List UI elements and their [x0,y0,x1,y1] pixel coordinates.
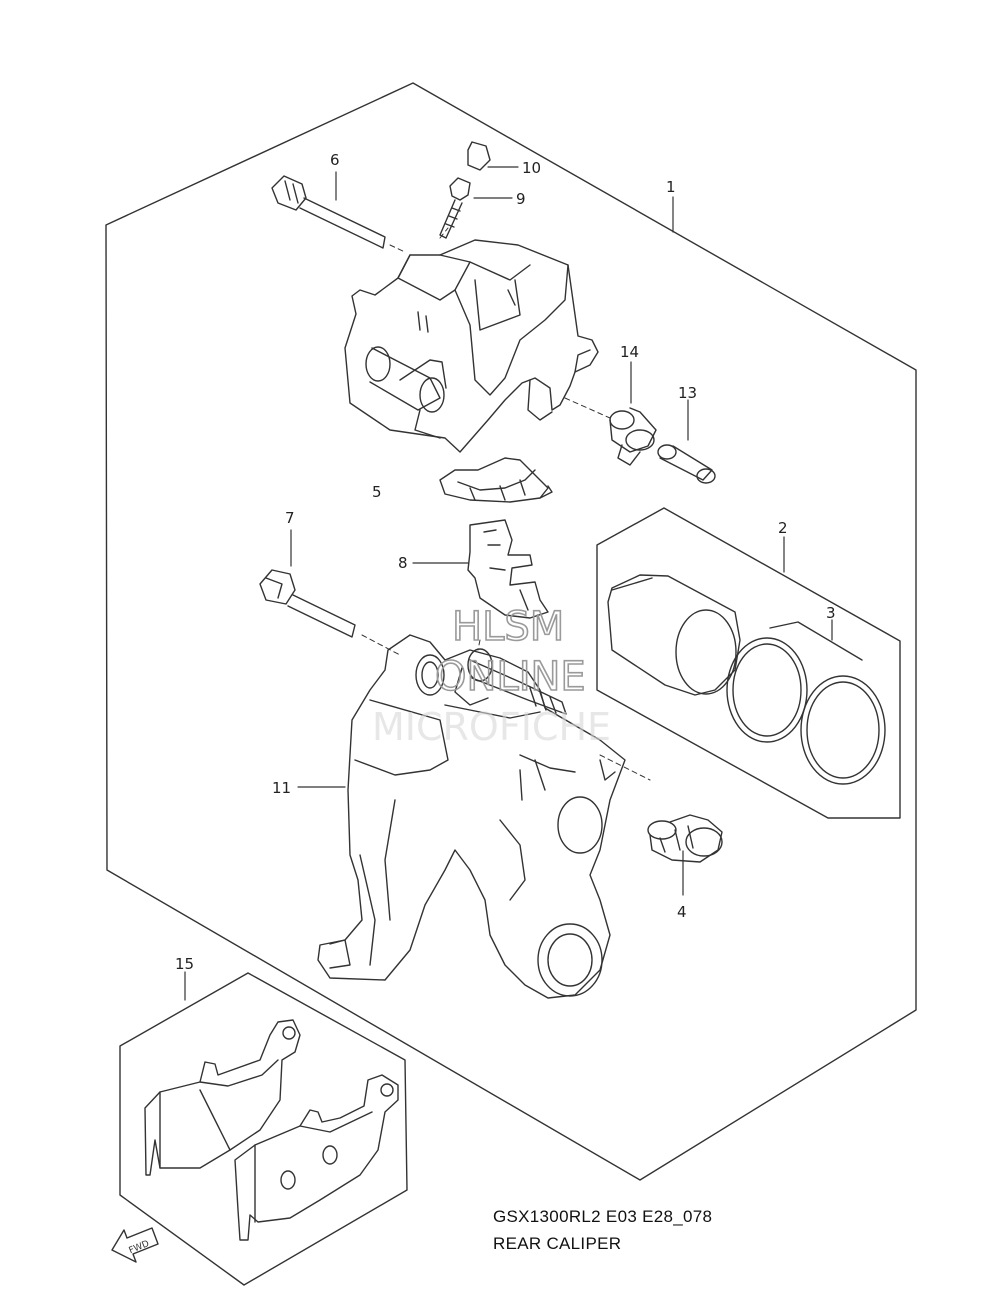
bracket-pin [469,659,567,715]
bleeder-valve [439,177,471,239]
pad-spring [439,457,553,503]
diagram-title: REAR CALIPER [493,1234,622,1253]
watermark-line-3: MICROFICHE [372,705,611,749]
piston-kit-outline [596,507,901,819]
callout-14: 14 [620,343,639,361]
caliper-bracket [317,634,626,999]
leader-lines [184,166,833,1001]
brake-pad-lower [234,1074,399,1241]
piston-seals [726,637,886,785]
callout-10: 10 [522,159,541,177]
brake-pad-upper [144,1019,301,1176]
piston [607,574,741,696]
callout-6: 6 [330,151,340,169]
callout-13: 13 [678,384,697,402]
seal-bracket [769,621,863,661]
callout-7: 7 [285,509,295,527]
callout-15: 15 [175,955,194,973]
sleeve [657,444,716,484]
callout-1: 1 [666,178,676,196]
fwd-arrow-icon [111,1227,159,1263]
watermark-line-1: HLSM [452,604,564,650]
callout-labels: 1 2 3 4 5 6 7 8 9 10 11 13 14 15 [175,151,836,973]
assembly-outline [105,82,917,1181]
callout-8: 8 [398,554,408,572]
pad-set-outline [119,972,408,1286]
callout-5: 5 [372,483,382,501]
watermark: HLSM ONLINE MICROFICHE [372,603,611,749]
callout-3: 3 [826,604,836,622]
callout-11: 11 [272,779,291,797]
bleeder-cap [467,141,491,171]
bracket-boot [647,814,723,863]
pin-bolt [271,175,386,249]
watermark-line-2: ONLINE [435,654,586,700]
boot [609,407,657,466]
pad-retainer [467,519,549,619]
bracket-bolt [259,569,356,638]
diagram-code: GSX1300RL2 E03 E28_078 [493,1207,713,1226]
caliper-body [344,239,599,453]
callout-9: 9 [516,190,526,208]
callout-4: 4 [677,903,687,921]
callout-2: 2 [778,519,788,537]
axis-lines [361,227,651,781]
